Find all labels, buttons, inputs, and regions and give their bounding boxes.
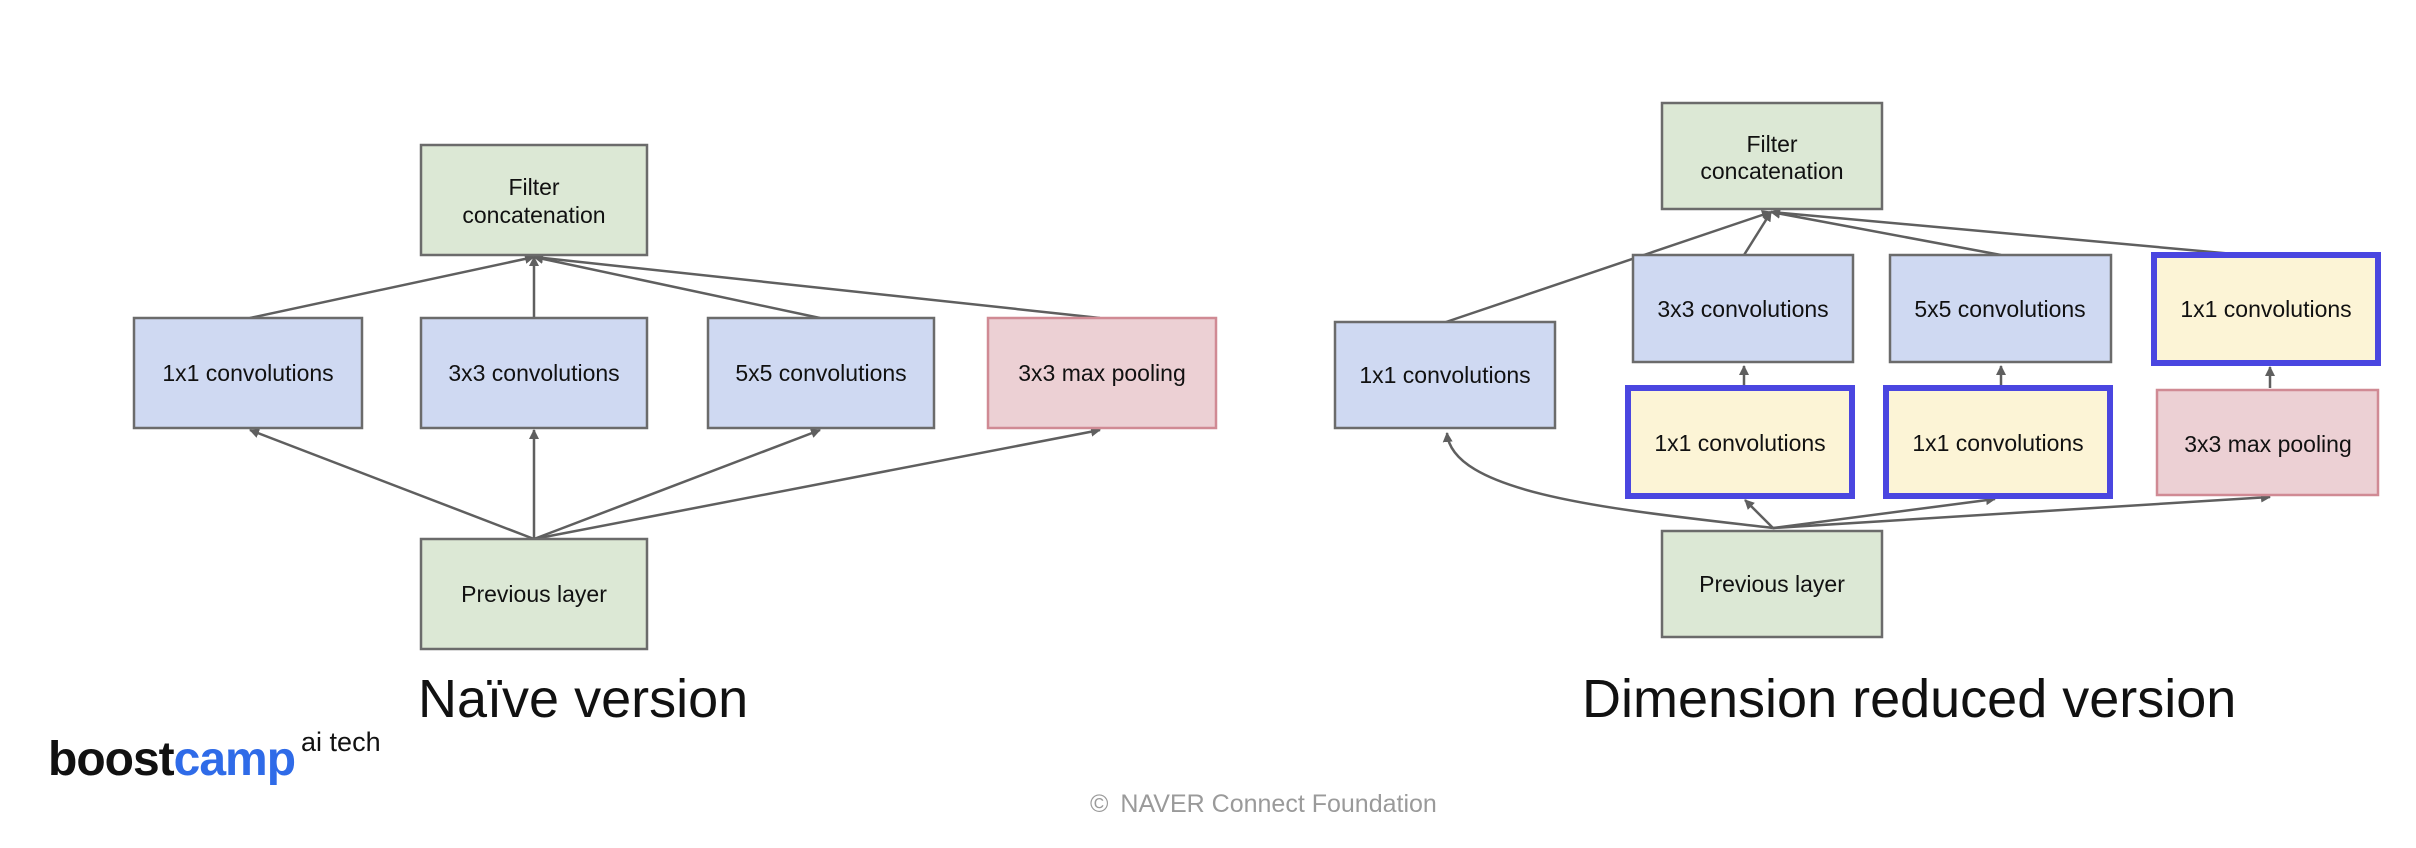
reduced-filter-concat-label-line1: Filter (1746, 131, 1797, 157)
naive-arrow-prev-to-1x1 (249, 428, 535, 541)
naive-version-diagram: Filter concatenation 1x1 convolutions 3x… (132, 143, 1218, 651)
logo-word-camp: camp (173, 733, 296, 786)
reduced-3x3-reduce-node: 1x1 convolutions (1625, 385, 1855, 499)
naive-filter-concat-node: Filter concatenation (419, 143, 649, 257)
naive-max-pool-label: 3x3 max pooling (1018, 360, 1186, 386)
reduced-max-pool-node: 3x3 max pooling (2155, 388, 2380, 497)
copyright-icon: © (1090, 790, 1109, 818)
naive-1x1-conv-node: 1x1 convolutions (132, 316, 364, 430)
naive-version-caption: Naïve version (418, 669, 749, 729)
reduced-arrows (1442, 207, 2275, 530)
reduced-3x3-conv-label: 3x3 convolutions (1657, 296, 1828, 322)
reduced-pool-projection-conv-label: 1x1 convolutions (2180, 296, 2351, 322)
reduced-previous-layer-node: Previous layer (1660, 529, 1884, 639)
reduced-3x3-reduce-label: 1x1 convolutions (1654, 430, 1825, 456)
reduced-arrow-5x5-to-filter (1770, 208, 2002, 257)
naive-arrows (249, 252, 1101, 541)
naive-arrow-prev-to-5x5 (533, 428, 821, 541)
reduced-max-pool-label: 3x3 max pooling (2184, 431, 2352, 457)
reduced-5x5-conv-label: 5x5 convolutions (1914, 296, 2085, 322)
reduced-previous-layer-label: Previous layer (1699, 571, 1845, 597)
reduced-3x3-conv-node: 3x3 convolutions (1631, 253, 1855, 364)
naive-max-pool-node: 3x3 max pooling (986, 316, 1218, 430)
reduced-5x5-conv-node: 5x5 convolutions (1888, 253, 2113, 364)
reduced-arrow-prev-to-1x1 (1442, 432, 1774, 530)
reduced-filter-concat-node: Filter concatenation (1660, 101, 1884, 211)
naive-arrow-prev-to-pool (533, 426, 1101, 541)
naive-filter-concat-label-line2: concatenation (462, 202, 605, 228)
reduced-version-caption: Dimension reduced version (1582, 669, 2237, 729)
reduced-version-diagram: Filter concatenation 1x1 convolutions 3x… (1333, 101, 2381, 639)
naive-3x3-conv-label: 3x3 convolutions (448, 360, 619, 386)
naive-5x5-conv-label: 5x5 convolutions (735, 360, 906, 386)
logo-superscript: ai tech (301, 727, 381, 757)
naive-1x1-conv-label: 1x1 convolutions (162, 360, 333, 386)
reduced-1x1-conv-label: 1x1 convolutions (1359, 362, 1530, 388)
reduced-arrow-1x1-to-filter (1445, 210, 1772, 324)
reduced-arrow-prev-to-reduce-5x5 (1772, 495, 1996, 530)
copyright-footer: © NAVER Connect Foundation (1090, 790, 1437, 819)
reduced-arrow-prev-to-pool (1772, 492, 2271, 530)
naive-arrow-pool-to-filter (533, 252, 1101, 320)
reduced-pool-projection-conv-node: 1x1 convolutions (2151, 252, 2381, 366)
reduced-5x5-reduce-node: 1x1 convolutions (1883, 385, 2113, 499)
naive-arrow-1x1-to-filter (249, 254, 535, 320)
reduced-filter-concat-label-line2: concatenation (1700, 158, 1843, 184)
naive-3x3-conv-node: 3x3 convolutions (419, 316, 649, 430)
reduced-arrow-pool-1x1-to-filter (1770, 207, 2246, 257)
naive-filter-concat-label-line1: Filter (508, 174, 559, 200)
reduced-5x5-reduce-label: 1x1 convolutions (1912, 430, 2083, 456)
naive-arrow-5x5-to-filter (533, 253, 821, 320)
reduced-arrow-3x3-to-filter (1742, 211, 1773, 256)
logo-word-boost: boost (48, 733, 175, 786)
naive-previous-layer-label: Previous layer (461, 581, 607, 607)
naive-previous-layer-node: Previous layer (419, 537, 649, 651)
naive-5x5-conv-node: 5x5 convolutions (706, 316, 936, 430)
reduced-1x1-conv-node: 1x1 convolutions (1333, 320, 1557, 430)
reduced-arrow-prev-to-reduce-3x3 (1744, 499, 1774, 529)
copyright-text: NAVER Connect Foundation (1120, 790, 1437, 818)
